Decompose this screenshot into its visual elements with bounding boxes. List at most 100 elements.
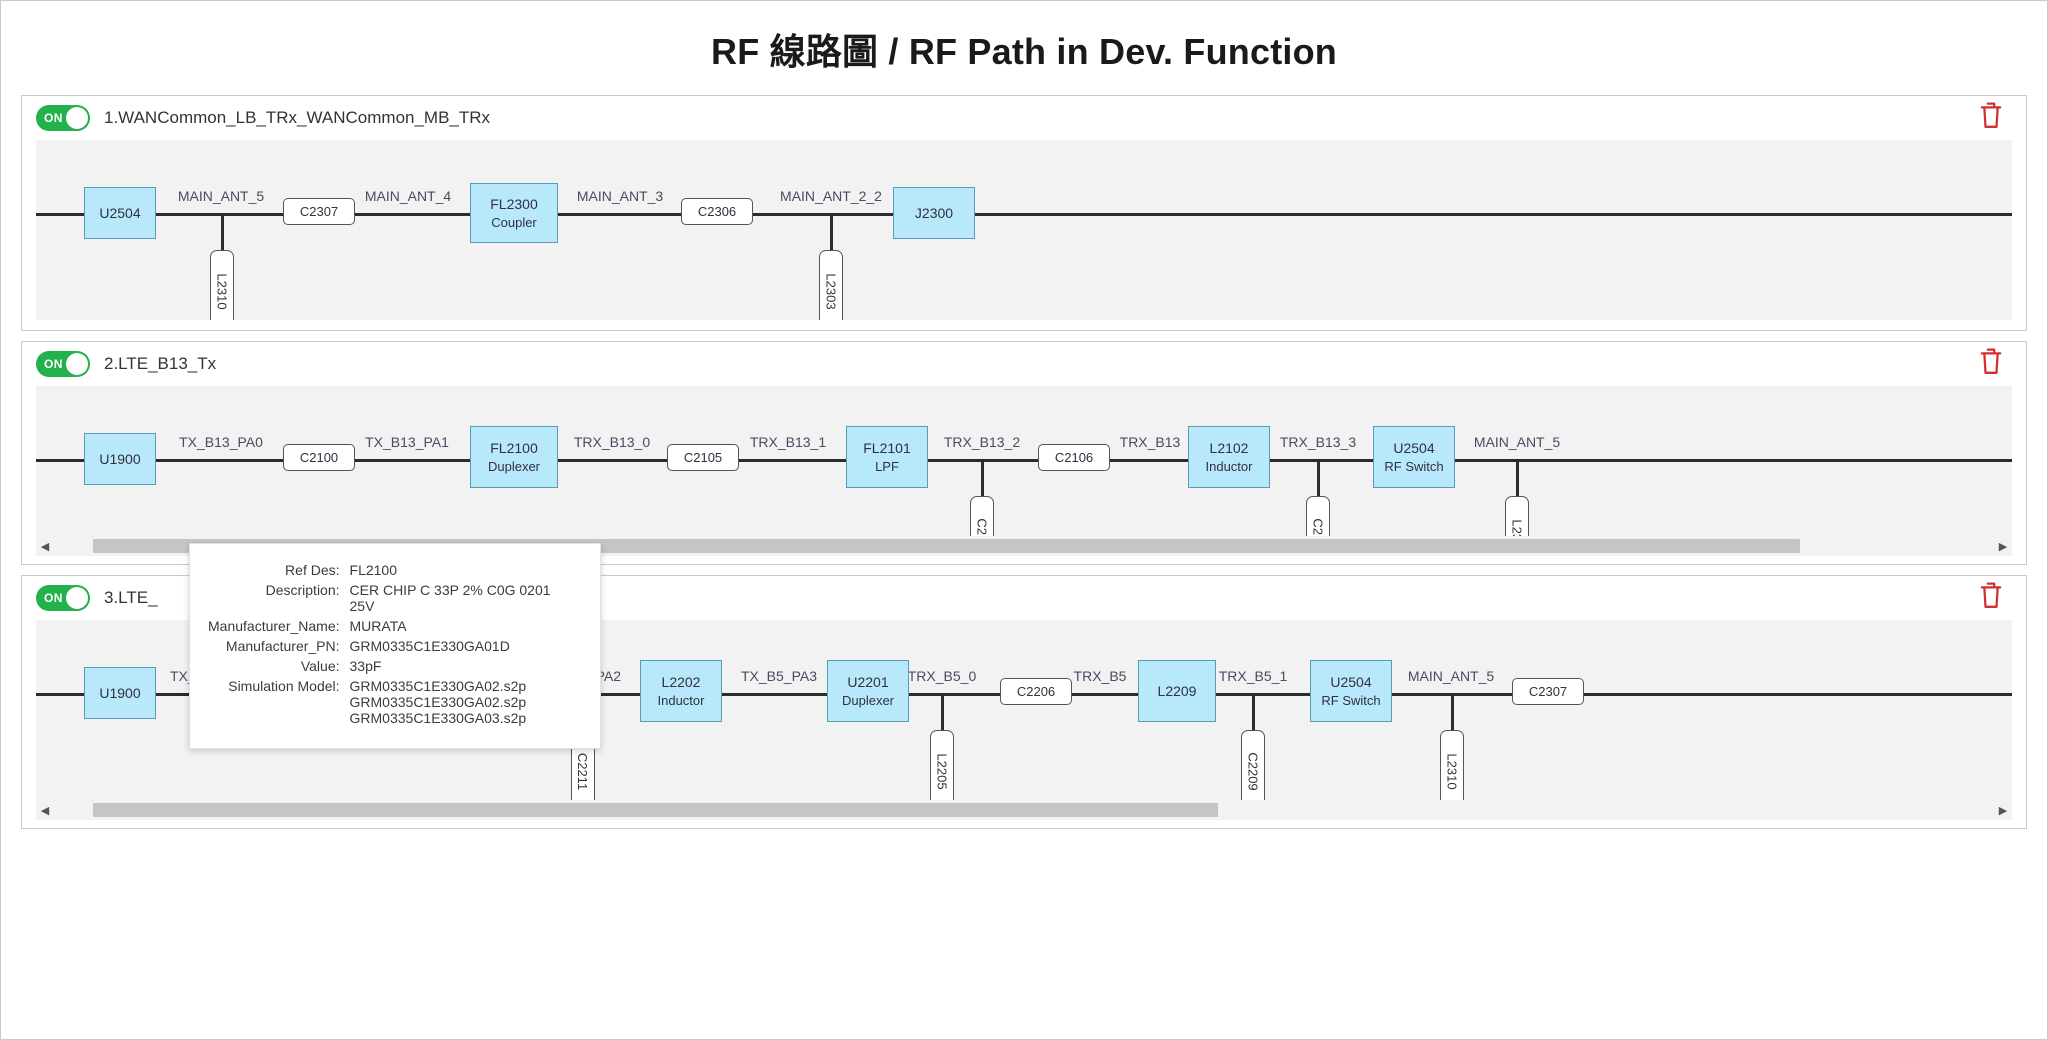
- scroll-thumb[interactable]: [92, 803, 1218, 817]
- panel-spacer: [22, 320, 2026, 330]
- scroll-right-arrow[interactable]: ▶: [1998, 540, 2008, 553]
- page-title: RF 線路圖 / RF Path in Dev. Function: [711, 31, 1337, 72]
- shunt-C2209[interactable]: C2209: [1241, 730, 1265, 800]
- panel-2-delete-button[interactable]: [1978, 348, 2004, 381]
- panel-3-delete-button[interactable]: [1978, 582, 2004, 615]
- component-C2100[interactable]: C2100: [283, 444, 355, 471]
- device-subtitle: RF Switch: [1321, 692, 1381, 708]
- device-name: FL2101: [863, 439, 911, 456]
- shunt-label: L2310: [214, 272, 230, 310]
- shunt-L2310[interactable]: L2310: [1440, 730, 1464, 800]
- net-label: MAIN_ANT_3: [576, 188, 664, 204]
- component-label: C2206: [1016, 684, 1056, 699]
- toggle-on-label: ON: [44, 591, 63, 605]
- device-J2300[interactable]: J2300: [893, 187, 975, 239]
- panel-1-enable-toggle[interactable]: ON: [36, 105, 90, 131]
- shunt-label: L2205: [934, 752, 950, 790]
- panel-3-enable-toggle[interactable]: ON: [36, 585, 90, 611]
- device-name: U2504: [1330, 673, 1372, 690]
- shunt-stub-top: [1251, 693, 1255, 730]
- shunt-label: C2211: [575, 752, 591, 790]
- device-L2209[interactable]: L2209: [1138, 660, 1216, 722]
- component-C2307[interactable]: C2307: [1512, 678, 1584, 705]
- panel-3: ON3.LTE_TX_B5_PA0TX_B5_PA1TX_B5_PA2TX_B5…: [21, 575, 2027, 829]
- device-subtitle: RF Switch: [1384, 458, 1444, 474]
- device-subtitle: LPF: [875, 458, 899, 474]
- device-U1900[interactable]: U1900: [84, 433, 156, 485]
- device-name: U2201: [847, 673, 889, 690]
- tooltip-key: Manufacturer_PN:: [225, 638, 340, 654]
- tooltip-row: Description:CER CHIP C 33P 2% C0G 0201 2…: [208, 580, 551, 616]
- component-C2206[interactable]: C2206: [1000, 678, 1072, 705]
- component-label: C2105: [683, 450, 723, 465]
- device-name: U2504: [99, 204, 141, 221]
- scroll-track[interactable]: [54, 803, 1994, 817]
- scroll-left-arrow[interactable]: ◀: [40, 804, 50, 817]
- component-label: C2106: [1054, 450, 1094, 465]
- shunt-stub-top: [829, 213, 833, 250]
- shunt-stub-top: [940, 693, 944, 730]
- shunt-L2303[interactable]: L2303: [819, 250, 843, 320]
- tooltip-key: Description:: [265, 582, 340, 598]
- tooltip-row: Simulation Model:GRM0335C1E330GA02.s2p G…: [208, 676, 551, 728]
- shunt-label: L2303: [823, 272, 839, 310]
- panel-1-delete-button[interactable]: [1978, 102, 2004, 135]
- device-name: U2504: [1393, 439, 1435, 456]
- component-C2105[interactable]: C2105: [667, 444, 739, 471]
- net-label: MAIN_ANT_2_2: [780, 188, 882, 204]
- shunt-stub-top: [1450, 693, 1454, 730]
- device-name: U1900: [99, 450, 141, 467]
- shunt-L2310[interactable]: L2310: [210, 250, 234, 320]
- shunt-L2205[interactable]: L2205: [930, 730, 954, 800]
- toggle-on-label: ON: [44, 111, 63, 125]
- shunt-C2108[interactable]: C2108: [1306, 496, 1330, 536]
- net-label: MAIN_ANT_5: [1407, 668, 1495, 684]
- toggle-knob: [66, 107, 88, 129]
- device-name: U1900: [99, 684, 141, 701]
- component-C2307[interactable]: C2307: [283, 198, 355, 225]
- device-U1900[interactable]: U1900: [84, 667, 156, 719]
- net-label: TX_B5_PA3: [740, 668, 818, 684]
- device-subtitle: Duplexer: [841, 692, 895, 708]
- tooltip-row: Manufacturer_Name:MURATA: [208, 616, 551, 636]
- device-name: FL2300: [490, 195, 538, 212]
- scroll-right-arrow[interactable]: ▶: [1998, 804, 2008, 817]
- net-label: MAIN_ANT_5: [1473, 434, 1561, 450]
- scroll-left-arrow[interactable]: ◀: [40, 540, 50, 553]
- panel-2-enable-toggle[interactable]: ON: [36, 351, 90, 377]
- component-C2106[interactable]: C2106: [1038, 444, 1110, 471]
- component-C2306[interactable]: C2306: [681, 198, 753, 225]
- device-U2504[interactable]: U2504: [84, 187, 156, 239]
- tooltip-row: Value:33pF: [208, 656, 551, 676]
- shunt-stub-top: [1316, 459, 1320, 496]
- net-label: MAIN_ANT_5: [177, 188, 265, 204]
- device-name: FL2100: [490, 439, 538, 456]
- tooltip-value: FL2100: [349, 562, 397, 578]
- panel-3-title: 3.LTE_: [104, 588, 158, 607]
- device-subtitle: Duplexer: [487, 458, 541, 474]
- net-label: TRX_B13_3: [1279, 434, 1357, 450]
- main-wire: [36, 213, 2012, 216]
- tooltip-key: Value:: [300, 658, 340, 674]
- device-U2504[interactable]: U2504 RF Switch: [1310, 660, 1392, 722]
- shunt-stub-top: [1515, 459, 1519, 496]
- panel-3-hscrollbar[interactable]: ◀▶: [36, 800, 2012, 820]
- shunt-label: C2108: [1311, 518, 1326, 536]
- net-label: TRX_B13_2: [943, 434, 1021, 450]
- shunt-C2107[interactable]: C2107: [970, 496, 994, 536]
- shunt-L2310[interactable]: L2310: [1505, 496, 1529, 536]
- main-wire: [36, 459, 2012, 462]
- component-label: C2306: [697, 204, 737, 219]
- device-U2504[interactable]: U2504 RF Switch: [1373, 426, 1455, 488]
